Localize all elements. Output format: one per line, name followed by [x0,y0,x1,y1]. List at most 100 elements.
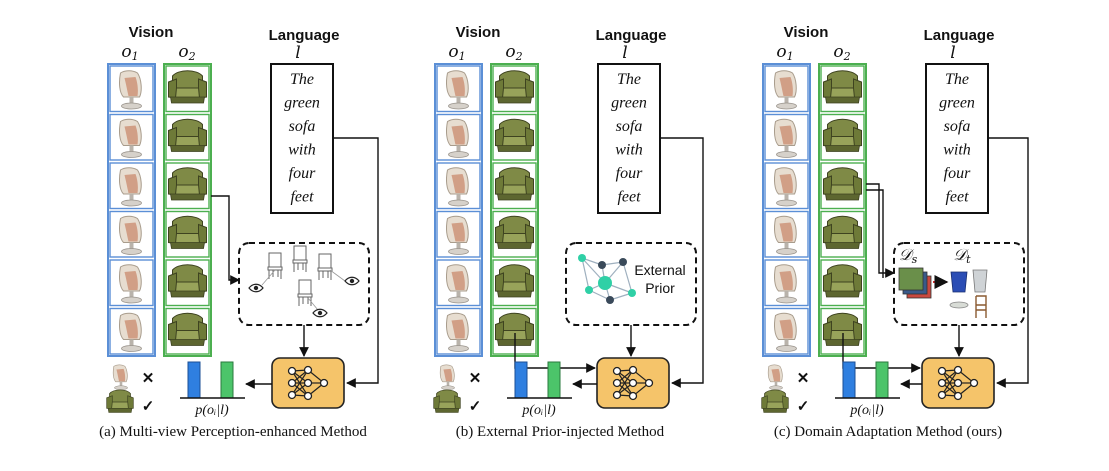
sofa-view-image [168,118,207,152]
result-chair-thumb [439,364,455,390]
correct-mark: ✓ [797,399,810,415]
language-label: Language [924,27,995,44]
prior-node [628,289,636,297]
prior-node [598,261,606,269]
target-domain-subscript: t [966,253,971,266]
sofa-view-image [823,215,862,249]
chair-sketch [292,245,308,273]
language-box [925,63,989,214]
module-box [893,242,1025,326]
sofa-view-image [823,118,862,152]
sofa-view-image [823,167,862,201]
sentence-word: feet [945,189,969,206]
module-box [565,242,697,326]
view-line [329,269,346,282]
o1-subscript: 1 [459,50,466,63]
target-domain-label: 𝒟t [953,245,971,266]
o2-label: o2 [505,42,522,63]
language-box [597,63,661,214]
source-domain-subscript: s [912,253,918,266]
sentence-word: sofa [944,118,971,135]
prior-label-line1: External [634,262,685,278]
source-domain-label: 𝒟s [899,245,918,266]
prior-label-line2: Prior [645,280,675,296]
sentence-word: green [284,95,320,112]
o2-label: o2 [178,42,195,63]
eye-icon [312,308,328,318]
sentence-word: four [616,165,643,182]
sentence-word: four [289,165,316,182]
sentence-word: The [290,71,314,88]
sofa-view-image [823,70,862,104]
view-line [307,297,319,311]
target-object-chair [975,295,987,318]
source-image [898,267,924,291]
panel-caption: (b) External Prior-injected Method [456,424,665,440]
vision-to-module-arrow [211,195,240,285]
result-chair-thumb [767,364,783,390]
target-object-bin [972,269,988,293]
sentence-word: feet [617,189,641,206]
eye-icon [344,276,360,286]
panel-caption: (a) Multi-view Perception-enhanced Metho… [99,424,367,440]
o1-column [434,63,483,357]
language-variable: l [622,43,627,63]
language-variable: l [295,43,300,63]
result-sofa-thumb [106,389,134,413]
o1-label: o1 [121,42,138,63]
sentence-word: with [615,142,643,159]
correct-mark: ✓ [469,399,482,415]
sentence-word: green [611,95,647,112]
sofa-view-image [495,70,534,104]
target-object-cup [950,271,968,293]
correct-mark: ✓ [142,399,155,415]
sofa-view-image [495,118,534,152]
o2-label: o2 [833,42,850,63]
panel-caption: (c) Domain Adaptation Method (ours) [774,424,1002,440]
sofa-view-image [168,312,207,346]
chair-sketch [297,279,313,307]
o2-subscript: 2 [515,50,523,63]
language-label: Language [269,27,340,44]
probability-bar-o1 [187,361,201,399]
wrong-mark: ✕ [469,371,482,387]
prior-node [585,286,593,294]
wrong-mark: ✕ [142,371,155,387]
sentence-word: sofa [616,118,643,135]
vision-to-module-line [866,189,884,278]
language-to-network-arrow [988,137,1029,388]
sentence-word: sofa [289,118,316,135]
sentence-word: with [288,142,316,159]
probability-bar-o1 [514,361,528,399]
probability-bar-o2 [547,361,561,399]
chair-sketch [317,253,333,281]
language-to-network-arrow [660,137,704,388]
prior-edge [581,257,590,291]
sofa-view-image [495,264,534,298]
o2-subscript: 2 [188,50,196,63]
o1-column [107,63,156,357]
eye-icon [248,283,264,293]
vision-label: Vision [784,24,829,41]
result-sofa-thumb [761,389,789,413]
language-label: Language [596,27,667,44]
language-to-network-arrow [333,137,379,388]
sofa-view-image [168,215,207,249]
prior-node [578,254,586,262]
probability-label: p(oᵢ|l) [194,403,229,418]
prior-node [606,296,614,304]
vision-label: Vision [456,24,501,41]
view-line [261,269,276,286]
module-box [238,242,370,326]
sentence-word: The [945,71,969,88]
sofa-view-image [168,264,207,298]
sofa-view-image [495,167,534,201]
sentence-word: feet [290,189,314,206]
o1-label: o1 [776,42,793,63]
sofa-view-image [823,264,862,298]
